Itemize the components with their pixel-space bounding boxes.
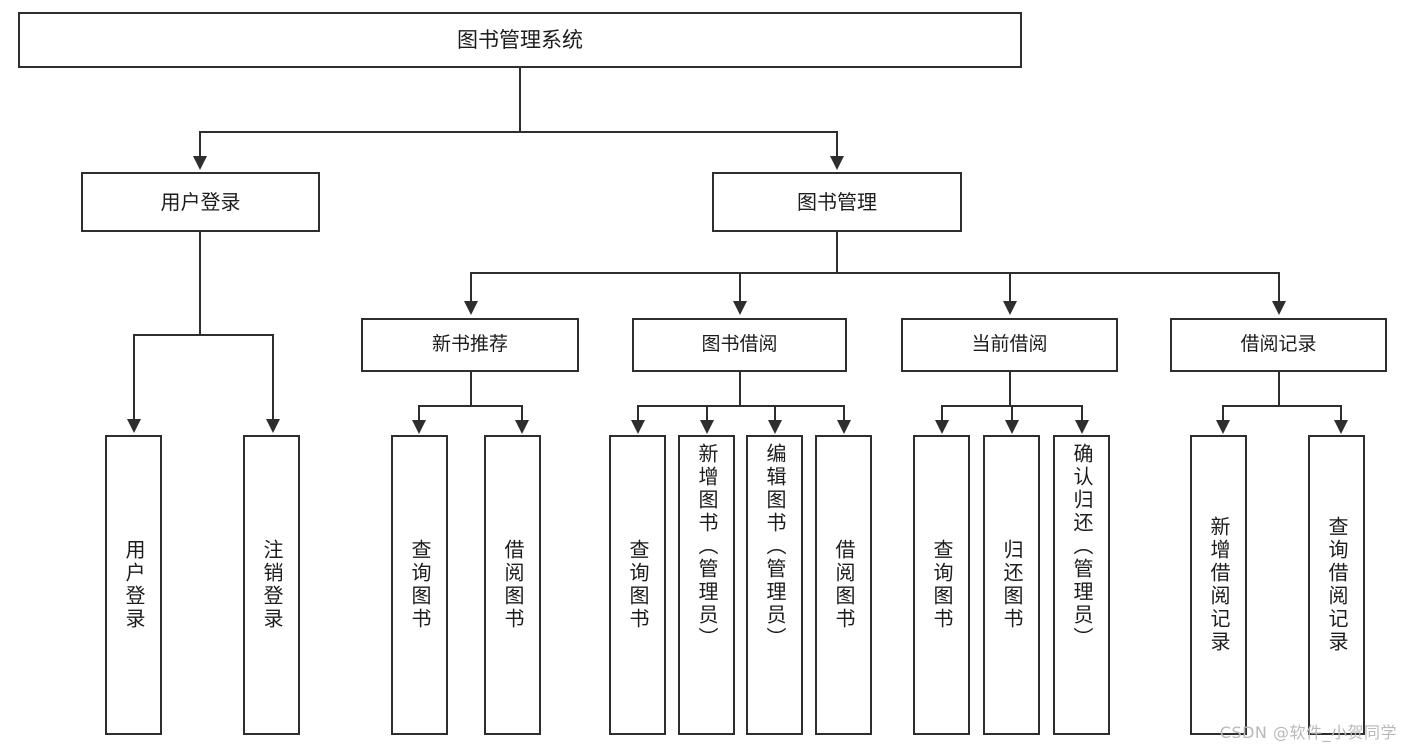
connector-current-loans-drop-1: [941, 405, 943, 421]
node-leaf-user-logout[interactable]: 注销登录: [243, 435, 300, 735]
connector-new-book-rec-drop-2: [521, 405, 523, 421]
connector-loan-records-bus: [1222, 405, 1342, 407]
connector-user-login-drop-1: [133, 334, 135, 420]
arrowhead-to-leaf-borrow-query: [631, 420, 645, 434]
connector-root-stem: [519, 68, 521, 132]
node-loan-records[interactable]: 借阅记录: [1170, 318, 1387, 372]
node-book-borrow[interactable]: 图书借阅: [632, 318, 847, 372]
arrowhead-to-leaf-borrow-lend: [837, 420, 851, 434]
node-current-loans-label: 当前借阅: [971, 333, 1048, 356]
connector-level1-drop-user: [199, 131, 201, 156]
node-new-book-rec-label: 新书推荐: [431, 333, 508, 356]
connector-book-borrow-drop-2: [706, 405, 708, 421]
node-leaf-rec-query[interactable]: 查询图书: [391, 435, 448, 735]
connector-level1-bus: [199, 131, 837, 133]
arrowhead-to-book-manage: [830, 156, 844, 170]
node-book-borrow-label: 图书借阅: [701, 333, 778, 356]
node-leaf-rec-borrow-label: 借阅图书: [501, 539, 525, 631]
connector-new-book-rec-bus: [418, 405, 523, 407]
arrowhead-to-new-book-rec: [464, 301, 478, 315]
node-leaf-cur-query-label: 查询图书: [930, 539, 954, 631]
connector-new-book-rec-stem: [470, 372, 472, 406]
node-leaf-rec-search[interactable]: 查询借阅记录: [1308, 435, 1365, 735]
node-leaf-cur-query[interactable]: 查询图书: [913, 435, 970, 735]
connector-book-borrow-stem: [739, 372, 741, 406]
node-user-login[interactable]: 用户登录: [81, 172, 320, 232]
node-leaf-cur-confirm-label: 确认归还（管理员）: [1070, 443, 1094, 650]
node-new-book-rec[interactable]: 新书推荐: [361, 318, 579, 372]
connector-level2-drop-3: [1009, 272, 1011, 302]
connector-book-borrow-drop-1: [637, 405, 639, 421]
arrowhead-to-user-login: [193, 156, 207, 170]
node-leaf-borrow-query[interactable]: 查询图书: [609, 435, 666, 735]
node-root-label: 图书管理系统: [457, 27, 583, 52]
node-current-loans[interactable]: 当前借阅: [901, 318, 1118, 372]
arrowhead-to-leaf-rec-borrow: [515, 420, 529, 434]
connector-current-loans-stem: [1009, 372, 1011, 406]
csdn-watermark: CSDN @软件_小贺同学: [1219, 723, 1397, 742]
node-loan-records-label: 借阅记录: [1240, 333, 1317, 356]
connector-level2-bus: [470, 272, 1280, 274]
connector-current-loans-drop-3: [1081, 405, 1083, 421]
connector-user-login-drop-2: [272, 334, 274, 420]
connector-level2-drop-4: [1278, 272, 1280, 302]
arrowhead-to-leaf-rec-search: [1334, 420, 1348, 434]
node-leaf-rec-add-label: 新增借阅记录: [1207, 516, 1231, 654]
arrowhead-to-leaf-cur-return: [1005, 420, 1019, 434]
node-leaf-borrow-add-label: 新增图书（管理员）: [695, 443, 719, 650]
connector-loan-records-stem: [1278, 372, 1280, 406]
node-leaf-borrow-add[interactable]: 新增图书（管理员）: [678, 435, 735, 735]
arrowhead-to-leaf-borrow-edit: [768, 420, 782, 434]
node-leaf-user-login-label: 用户登录: [122, 539, 146, 631]
arrowhead-to-book-borrow: [733, 301, 747, 315]
arrowhead-to-leaf-cur-query: [935, 420, 949, 434]
arrowhead-to-leaf-borrow-add: [700, 420, 714, 434]
node-book-manage-label: 图书管理: [797, 189, 877, 214]
connector-book-borrow-bus: [637, 405, 845, 407]
connector-user-login-bus: [133, 334, 273, 336]
arrowhead-to-leaf-user-login: [127, 419, 141, 433]
connector-user-login-stem: [199, 232, 201, 335]
arrowhead-to-leaf-cur-confirm: [1075, 420, 1089, 434]
node-leaf-borrow-edit[interactable]: 编辑图书（管理员）: [746, 435, 803, 735]
node-leaf-user-logout-label: 注销登录: [260, 539, 284, 631]
connector-level2-drop-1: [470, 272, 472, 302]
node-leaf-cur-confirm[interactable]: 确认归还（管理员）: [1053, 435, 1110, 735]
connector-book-manage-stem: [836, 232, 838, 274]
connector-loan-records-drop-2: [1340, 405, 1342, 421]
node-user-login-label: 用户登录: [160, 189, 241, 214]
node-leaf-cur-return-label: 归还图书: [1000, 539, 1024, 631]
node-leaf-borrow-lend-label: 借阅图书: [832, 539, 856, 631]
connector-new-book-rec-drop-1: [418, 405, 420, 421]
connector-level2-drop-2: [739, 272, 741, 302]
arrowhead-to-leaf-rec-query: [412, 420, 426, 434]
arrowhead-to-leaf-rec-add: [1216, 420, 1230, 434]
arrowhead-to-leaf-user-logout: [266, 419, 280, 433]
node-leaf-rec-query-label: 查询图书: [408, 539, 432, 631]
node-leaf-rec-add[interactable]: 新增借阅记录: [1190, 435, 1247, 735]
node-leaf-rec-borrow[interactable]: 借阅图书: [484, 435, 541, 735]
node-book-manage[interactable]: 图书管理: [712, 172, 962, 232]
arrowhead-to-loan-records: [1272, 301, 1286, 315]
connector-book-borrow-drop-4: [843, 405, 845, 421]
arrowhead-to-current-loans: [1003, 301, 1017, 315]
node-leaf-borrow-query-label: 查询图书: [626, 539, 650, 631]
connector-book-borrow-drop-3: [774, 405, 776, 421]
connector-level1-drop-book: [836, 131, 838, 156]
connector-loan-records-drop-1: [1222, 405, 1224, 421]
node-leaf-borrow-lend[interactable]: 借阅图书: [815, 435, 872, 735]
node-leaf-rec-search-label: 查询借阅记录: [1325, 516, 1349, 654]
node-leaf-borrow-edit-label: 编辑图书（管理员）: [763, 443, 787, 650]
node-root-system[interactable]: 图书管理系统: [18, 12, 1022, 68]
node-leaf-cur-return[interactable]: 归还图书: [983, 435, 1040, 735]
node-leaf-user-login[interactable]: 用户登录: [105, 435, 162, 735]
connector-current-loans-drop-2: [1011, 405, 1013, 421]
